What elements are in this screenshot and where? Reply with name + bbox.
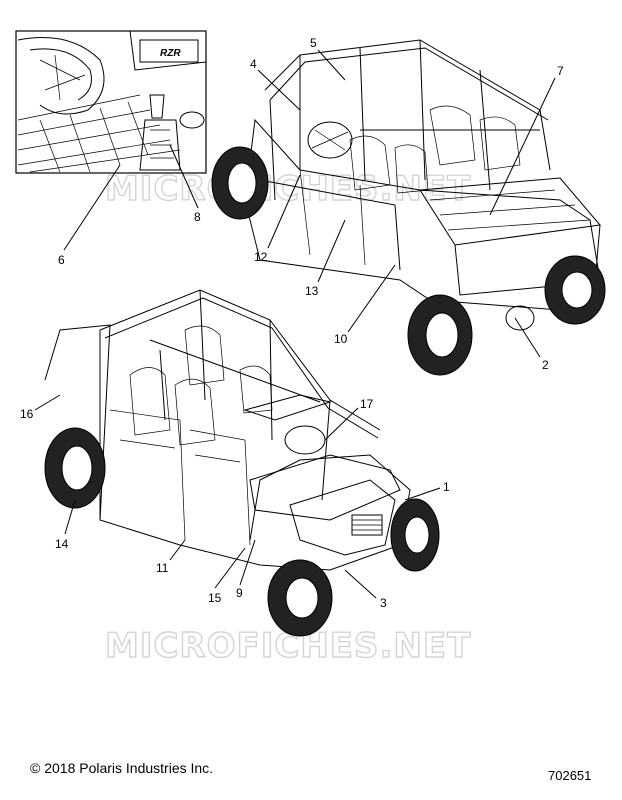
detail-inset: RZR	[15, 30, 207, 174]
wheel-front-view-front-right	[390, 498, 440, 572]
part-number: 702651	[548, 768, 592, 783]
copyright-text: © 2018 Polaris Industries Inc.	[30, 760, 214, 776]
callout-6: 6	[58, 253, 65, 267]
wheel-rear-view-rear-right	[544, 255, 606, 325]
callout-15: 15	[208, 591, 222, 605]
wheel-rear-view-front-left	[211, 146, 269, 220]
callout-labels: 1 2 3 4 5 6 7 8 9 10 11 12 13 14 15 16 1…	[20, 36, 564, 610]
callout-3: 3	[380, 596, 387, 610]
callout-9: 9	[236, 586, 243, 600]
wheel-front-view-rear-left	[44, 427, 106, 509]
callout-2: 2	[542, 358, 549, 372]
inset-badge: RZR	[160, 48, 181, 59]
callout-16: 16	[20, 407, 34, 421]
callout-10: 10	[334, 332, 348, 346]
callout-5: 5	[310, 36, 317, 50]
callout-17: 17	[360, 397, 374, 411]
callout-7: 7	[557, 64, 564, 78]
wheel-rear-view-rear-left	[407, 294, 473, 376]
callout-14: 14	[55, 537, 69, 551]
wheel-rear-view-hub	[505, 305, 535, 331]
leader-lines	[34, 49, 556, 599]
callout-12: 12	[254, 250, 268, 264]
callout-8: 8	[194, 210, 201, 224]
callout-13: 13	[305, 284, 319, 298]
callout-1: 1	[443, 480, 450, 494]
vehicle-front-view	[44, 289, 440, 637]
callout-4: 4	[250, 57, 257, 71]
callout-11: 11	[156, 561, 169, 575]
wheel-front-view-front-left	[267, 559, 333, 637]
vehicle-rear-view	[211, 39, 606, 376]
